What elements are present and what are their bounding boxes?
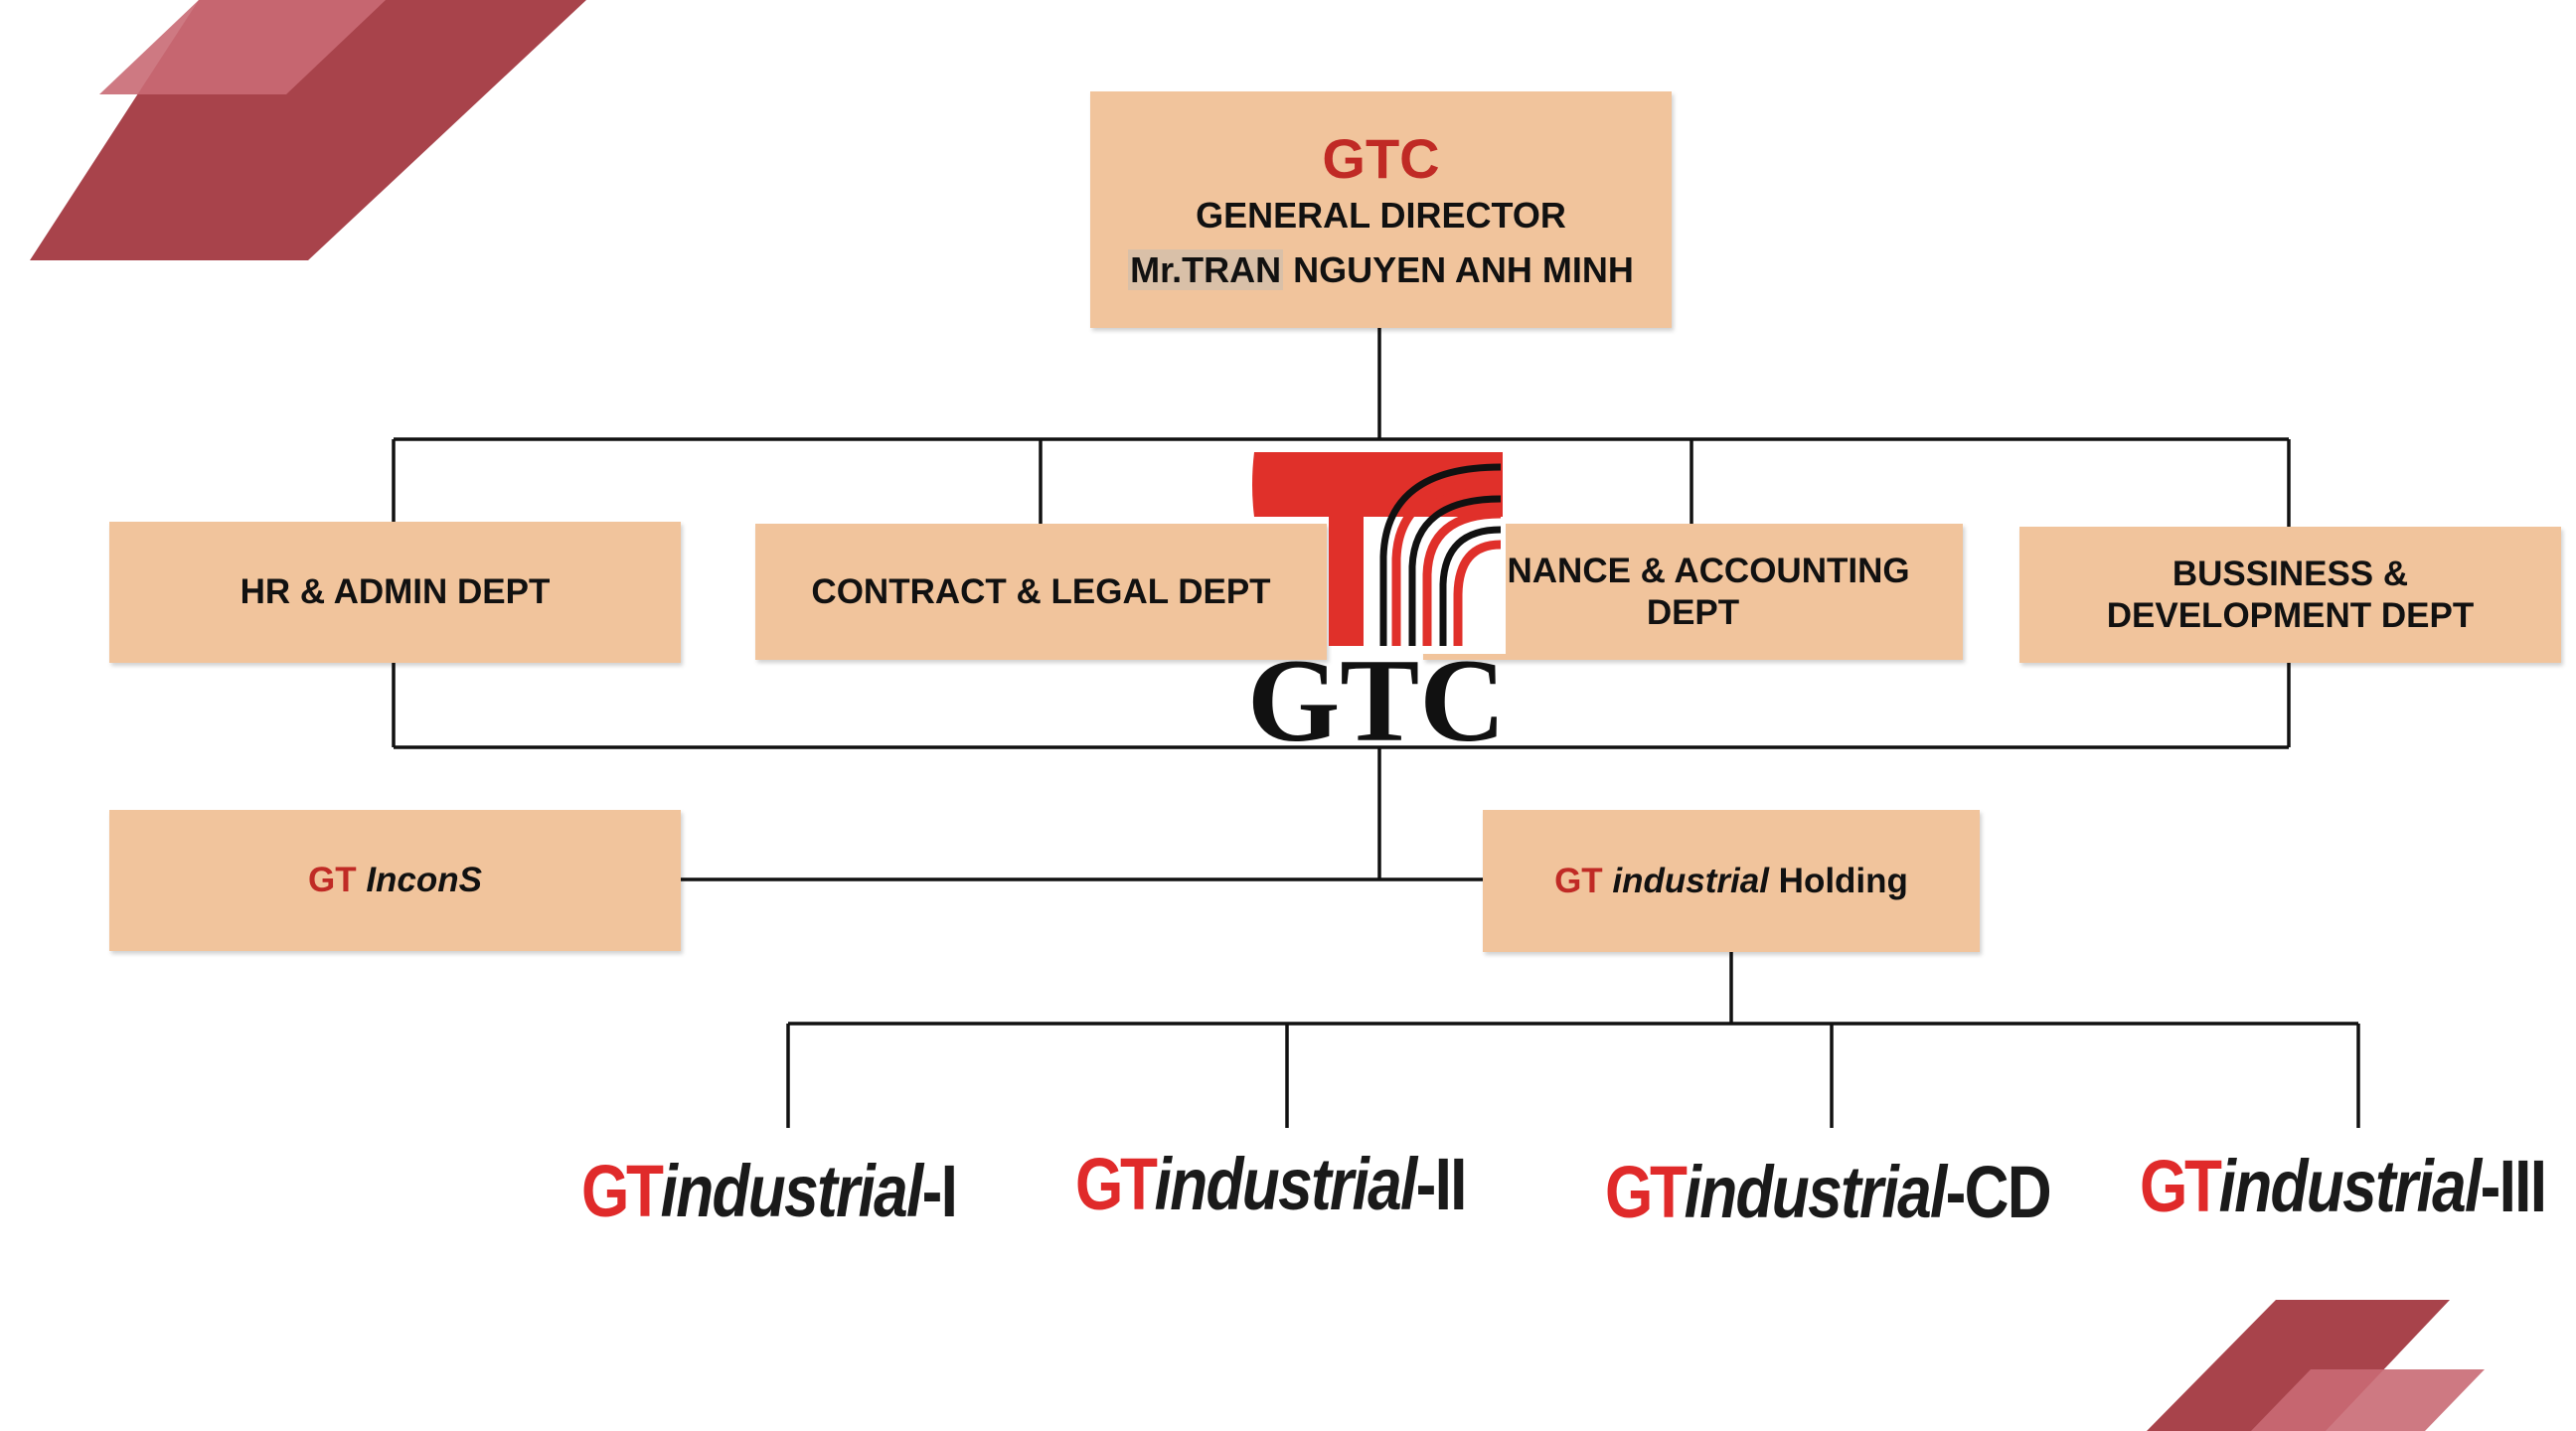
director-name-rest: NGUYEN ANH MINH — [1283, 248, 1634, 290]
finance-label-line1: FINANCE & ACCOUNTING — [1476, 551, 1910, 590]
finance-accounting-dept-box: FINANCE & ACCOUNTING DEPT — [1423, 524, 1963, 660]
holding-rest-label: Holding — [1768, 861, 1908, 900]
gt-industrial-3-logo: GTindustrial-III — [2140, 1150, 2547, 1223]
incons-gt-label: GT — [307, 861, 357, 899]
company-name: GTC — [1322, 127, 1440, 191]
gt-industrial-2-logo: GTindustrial-II — [1075, 1148, 1467, 1221]
gt-incons-box: GT InconS — [109, 810, 681, 951]
brand-1-gt: GT — [581, 1150, 664, 1232]
contract-legal-dept-box: CONTRACT & LEGAL DEPT — [755, 524, 1327, 660]
business-development-dept-box: BUSSINESS & DEVELOPMENT DEPT — [2019, 527, 2561, 663]
brand-3-industrial: industrial — [2218, 1145, 2483, 1227]
general-director-box: GTC GENERAL DIRECTOR Mr.TRAN NGUYEN ANH … — [1090, 91, 1672, 328]
brand-cd-gt: GT — [1605, 1151, 1688, 1233]
gt-industrial-cd-logo: GTindustrial-CD — [1605, 1156, 2052, 1229]
incons-name-label: InconS — [366, 861, 483, 899]
contract-legal-label: CONTRACT & LEGAL DEPT — [811, 571, 1271, 611]
hr-admin-dept-box: HR & ADMIN DEPT — [109, 522, 681, 663]
holding-industrial-label: industrial — [1612, 861, 1769, 900]
director-name: Mr.TRAN NGUYEN ANH MINH — [1128, 248, 1634, 291]
director-title: GENERAL DIRECTOR — [1196, 194, 1566, 236]
brand-2-industrial: industrial — [1154, 1143, 1418, 1225]
hr-admin-label: HR & ADMIN DEPT — [240, 572, 551, 611]
top-left-stripes — [30, 0, 586, 260]
brand-3-gt: GT — [2140, 1145, 2222, 1227]
business-label-line2: DEVELOPMENT DEPT — [2106, 595, 2475, 635]
director-name-prefix: Mr.TRAN — [1128, 248, 1284, 290]
finance-label-line2: DEPT — [1646, 592, 1740, 632]
gtc-logo-text: GTC — [1247, 634, 1506, 766]
gt-industrial-holding-box: GT industrial Holding — [1483, 810, 1980, 952]
holding-gt-label: GT — [1554, 861, 1603, 900]
brand-2-gt: GT — [1075, 1143, 1158, 1225]
brand-cd-suffix: -CD — [1945, 1151, 2052, 1233]
brand-cd-industrial: industrial — [1684, 1151, 1948, 1233]
brand-2-suffix: -II — [1415, 1143, 1468, 1225]
brand-3-suffix: -III — [2480, 1145, 2547, 1227]
gtc-logo-mark-icon — [1252, 445, 1506, 654]
bottom-right-stripes — [2147, 1300, 2485, 1431]
brand-1-industrial: industrial — [660, 1150, 924, 1232]
brand-1-suffix: -I — [921, 1150, 958, 1232]
gt-industrial-1-logo: GTindustrial-I — [581, 1155, 958, 1228]
business-label-line1: BUSSINESS & — [2172, 554, 2409, 593]
